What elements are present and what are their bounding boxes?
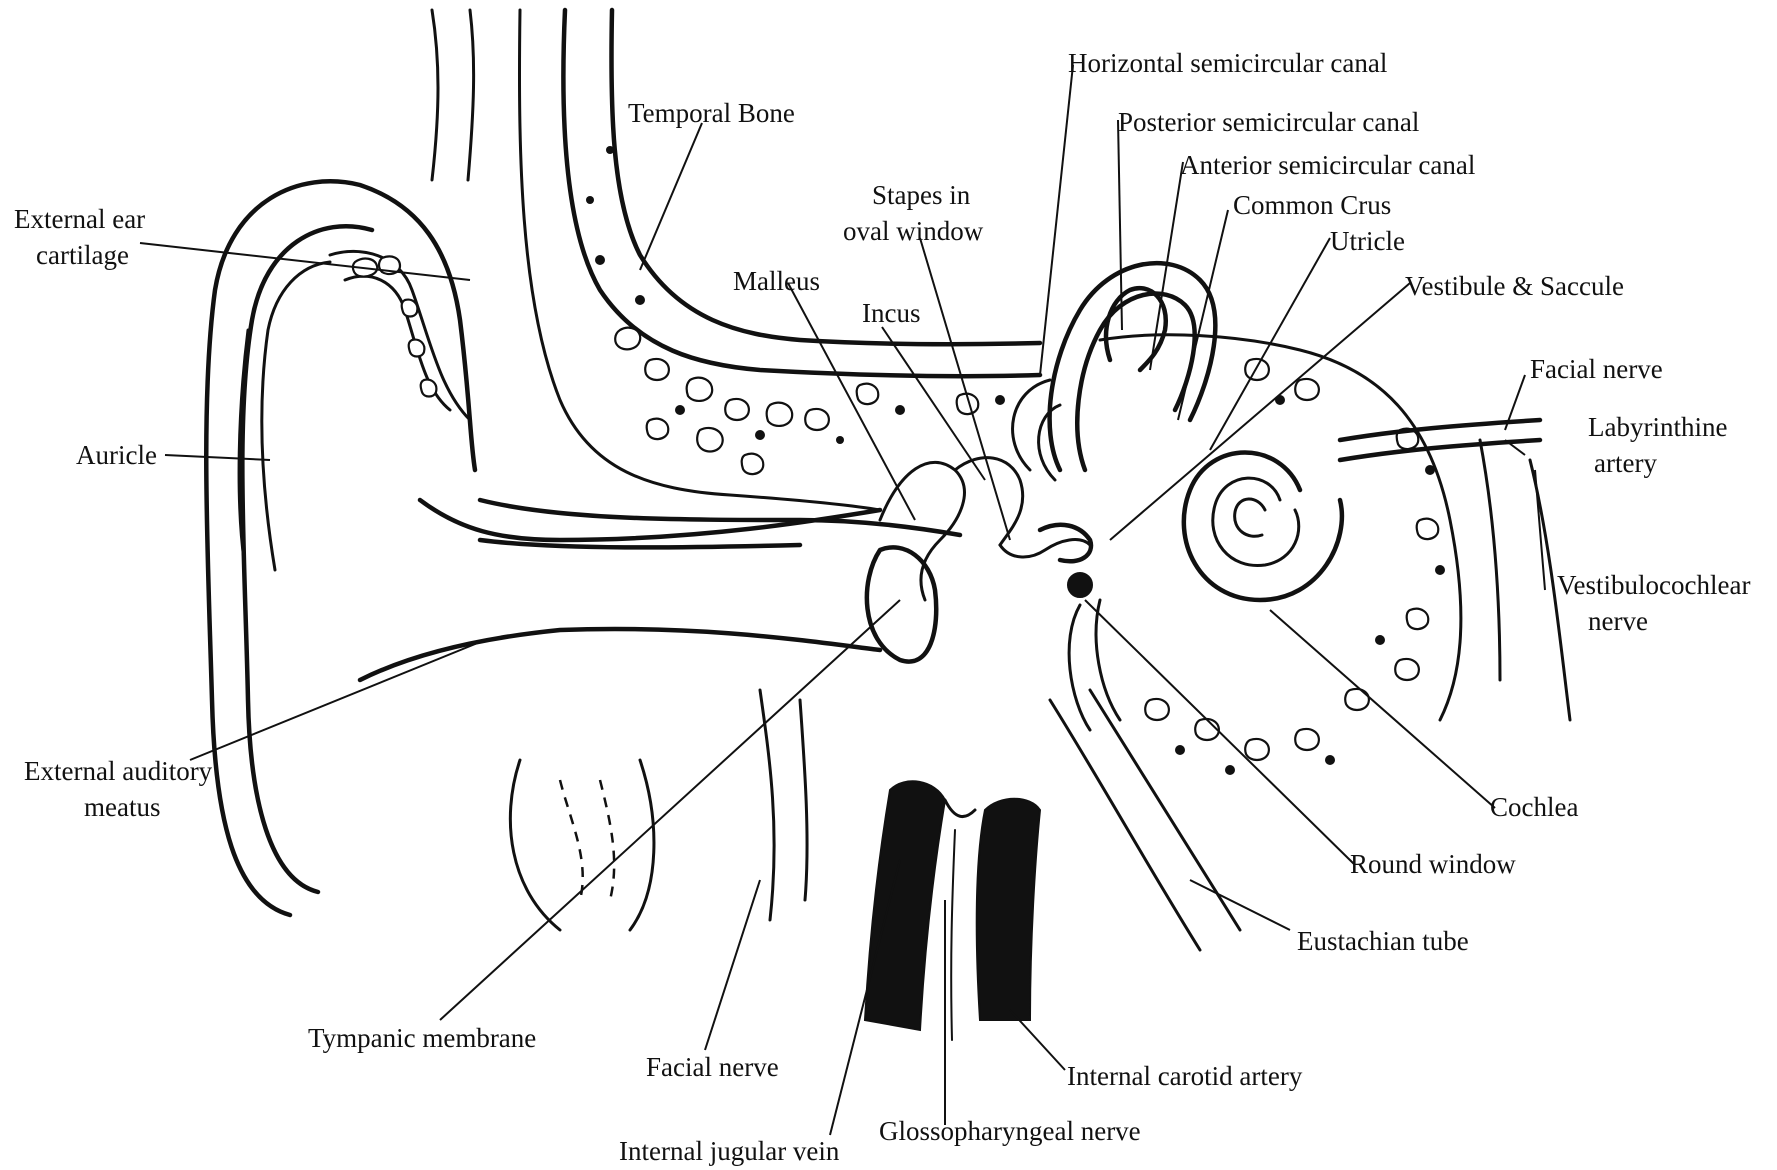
semicircular-canals	[1011, 260, 1218, 482]
labels: Temporal Bone Horizontal semicircular ca…	[14, 48, 1750, 1166]
jugular-carotid	[863, 780, 1042, 1041]
label-stapes-line2: oval window	[843, 216, 984, 246]
label-anterior-semicircular-canal: Anterior semicircular canal	[1180, 150, 1475, 180]
label-common-crus: Common Crus	[1233, 190, 1391, 220]
auricle-outline	[204, 8, 478, 918]
round-window-shape	[1067, 572, 1122, 732]
label-facial-nerve-bottom: Facial nerve	[646, 1052, 779, 1082]
label-malleus: Malleus	[733, 266, 820, 296]
cochlea-shape	[1181, 450, 1345, 603]
label-labyrinthine-line2: artery	[1594, 448, 1657, 478]
ear-cartilage	[328, 249, 472, 422]
ear-canal	[357, 497, 883, 683]
label-temporal-bone: Temporal Bone	[628, 98, 795, 128]
label-eustachian-tube: Eustachian tube	[1297, 926, 1469, 956]
eustachian-tube-shape	[1048, 688, 1242, 952]
label-external-ear-line1: External ear	[14, 204, 145, 234]
label-external-auditory-line1: External auditory	[24, 756, 213, 786]
label-auricle: Auricle	[76, 440, 157, 470]
label-vestibulocochlear-line1: Vestibulocochlear	[1557, 570, 1750, 600]
temporal-bone-pebbles	[586, 146, 1445, 775]
label-posterior-semicircular-canal: Posterior semicircular canal	[1118, 107, 1419, 137]
ossicles	[878, 456, 1094, 602]
label-incus: Incus	[862, 298, 920, 328]
leader-lines	[139, 64, 1546, 1136]
label-internal-jugular-vein: Internal jugular vein	[619, 1136, 840, 1166]
label-labyrinthine-line1: Labyrinthine	[1588, 412, 1727, 442]
label-vestibule-saccule: Vestibule & Saccule	[1405, 271, 1624, 301]
label-internal-carotid-artery: Internal carotid artery	[1067, 1061, 1303, 1091]
temporal-bone	[477, 7, 1502, 722]
label-tympanic-membrane: Tympanic membrane	[308, 1023, 536, 1053]
label-vestibulocochlear-line2: nerve	[1588, 606, 1648, 636]
tympanic-membrane-shape	[864, 545, 939, 664]
label-external-auditory-line2: meatus	[84, 792, 160, 822]
label-facial-nerve-right: Facial nerve	[1530, 354, 1663, 384]
label-horizontal-semicircular-canal: Horizontal semicircular canal	[1068, 48, 1387, 78]
label-stapes-line1: Stapes in	[872, 180, 971, 210]
label-glossopharyngeal-nerve: Glossopharyngeal nerve	[879, 1116, 1141, 1146]
label-external-ear-line2: cartilage	[36, 240, 129, 270]
label-utricle: Utricle	[1330, 226, 1405, 256]
lower-structures	[508, 688, 809, 932]
label-cochlea: Cochlea	[1490, 792, 1578, 822]
label-round-window: Round window	[1350, 849, 1516, 879]
